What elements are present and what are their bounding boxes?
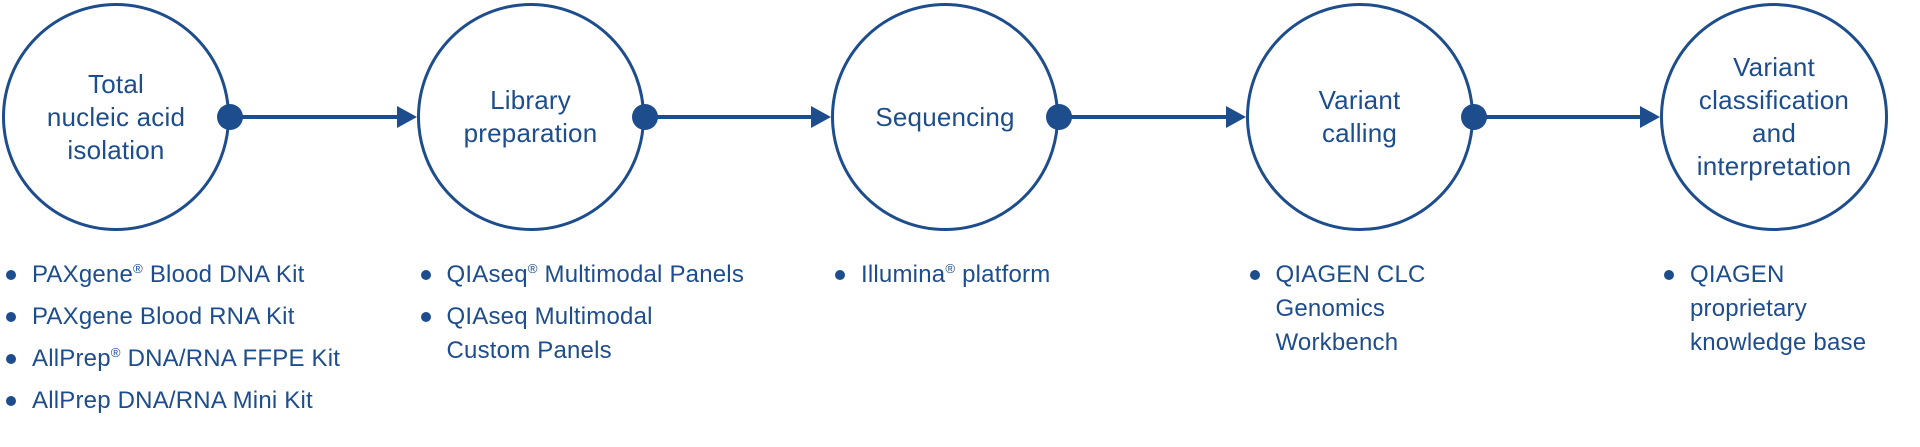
bullet-icon	[420, 270, 431, 280]
arrowhead-icon	[1640, 106, 1660, 128]
connector-line	[1473, 115, 1644, 119]
arrowhead-icon	[811, 106, 831, 128]
bullet-icon	[1664, 270, 1674, 280]
arrowhead-icon	[1225, 106, 1246, 128]
list-item-text: AllPrep® DNA/RNA FFPE Kit	[32, 345, 341, 372]
list-item: PAXgene® Blood DNA Kit	[6, 258, 426, 292]
bullet-icon	[420, 312, 431, 322]
connector-line	[644, 115, 815, 119]
list-item-text: Illumina® platform	[861, 261, 1051, 288]
list-item-text: AllPrep DNA/RNA Mini Kit	[32, 387, 313, 414]
list-item: Illumina® platform	[835, 258, 1255, 292]
bullet-icon	[6, 354, 16, 364]
stage-products-list: Illumina® platform	[835, 258, 1255, 300]
stage-label: Sequencing	[875, 101, 1015, 132]
bullet-icon	[835, 270, 845, 280]
list-item-text: PAXgene® Blood DNA Kit	[32, 261, 305, 288]
list-item: AllPrep® DNA/RNA FFPE Kit	[6, 342, 426, 376]
connector-line	[230, 115, 401, 119]
bullet-icon	[6, 396, 16, 406]
connector-line	[1059, 115, 1230, 119]
bullet-icon	[6, 312, 16, 322]
stage-circle-3: Sequencing	[831, 3, 1059, 231]
list-item-text: QIAseq® Multimodal Panels	[446, 261, 745, 288]
arrowhead-icon	[396, 106, 417, 128]
list-item: PAXgene Blood RNA Kit	[6, 300, 426, 334]
bullet-icon	[6, 270, 16, 280]
list-item: AllPrep DNA/RNA Mini Kit	[6, 384, 426, 418]
list-item: QIAseq® Multimodal Panels	[420, 258, 841, 292]
list-item-text: PAXgene Blood RNA Kit	[32, 303, 295, 330]
bullet-icon	[1249, 270, 1260, 280]
